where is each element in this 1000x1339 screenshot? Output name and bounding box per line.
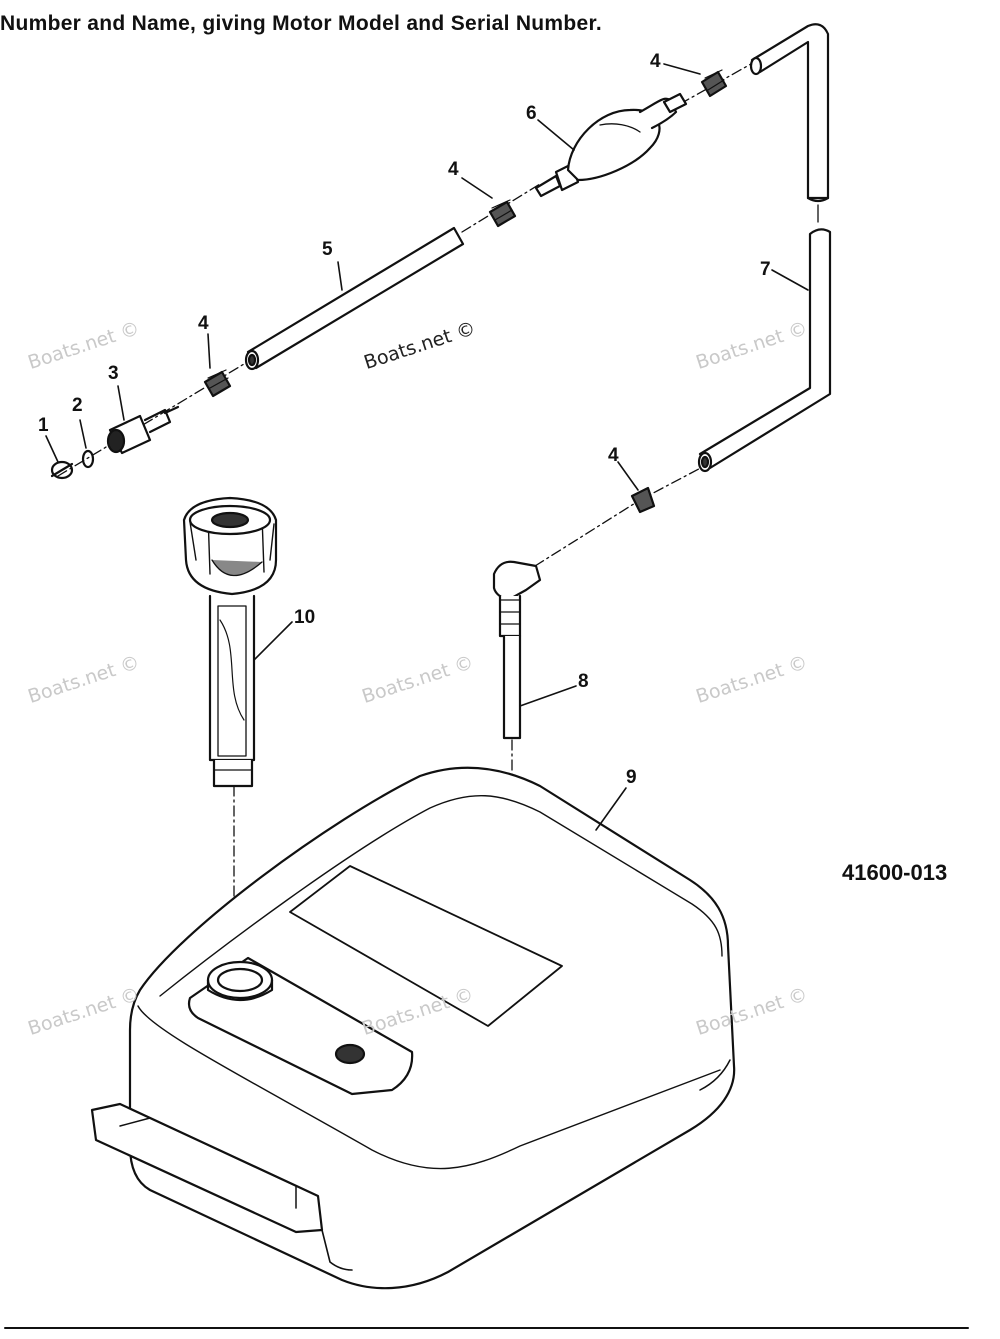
part-6-primer-bulb	[534, 92, 688, 198]
callout-4-b: 4	[448, 159, 459, 180]
callout-5: 5	[322, 239, 333, 260]
part-9-fuel-tank	[90, 766, 736, 1290]
part-2-o-ring	[81, 449, 95, 469]
part-1-clip	[50, 460, 74, 480]
part-4-clamp-d	[630, 486, 656, 514]
part-4-clamp-c	[700, 69, 728, 98]
callout-3: 3	[108, 363, 119, 384]
callout-8: 8	[578, 671, 589, 692]
part-10-fuel-gauge	[182, 496, 278, 788]
callout-1: 1	[38, 415, 49, 436]
callout-2: 2	[72, 395, 83, 416]
part-number-label: 41600-013	[842, 860, 948, 885]
part-5-hose	[244, 226, 465, 371]
callout-4-a: 4	[198, 313, 209, 334]
part-3-connector	[106, 405, 180, 455]
callout-9: 9	[626, 767, 637, 788]
callout-7: 7	[760, 259, 771, 280]
part-7-hose-upper	[749, 23, 830, 223]
part-4-clamp-a	[203, 369, 232, 398]
part-8-elbow-tube	[492, 560, 542, 740]
callout-4-d: 4	[608, 445, 619, 466]
part-7-hose-lower	[697, 228, 832, 473]
centerline-right	[534, 461, 713, 567]
callout-4-c: 4	[650, 51, 661, 72]
header-instruction: Number and Name, giving Motor Model and …	[0, 12, 602, 35]
leader-lines	[45, 63, 809, 831]
part-4-clamp-b	[488, 199, 517, 228]
callout-10: 10	[294, 607, 316, 628]
callout-6: 6	[526, 103, 537, 124]
